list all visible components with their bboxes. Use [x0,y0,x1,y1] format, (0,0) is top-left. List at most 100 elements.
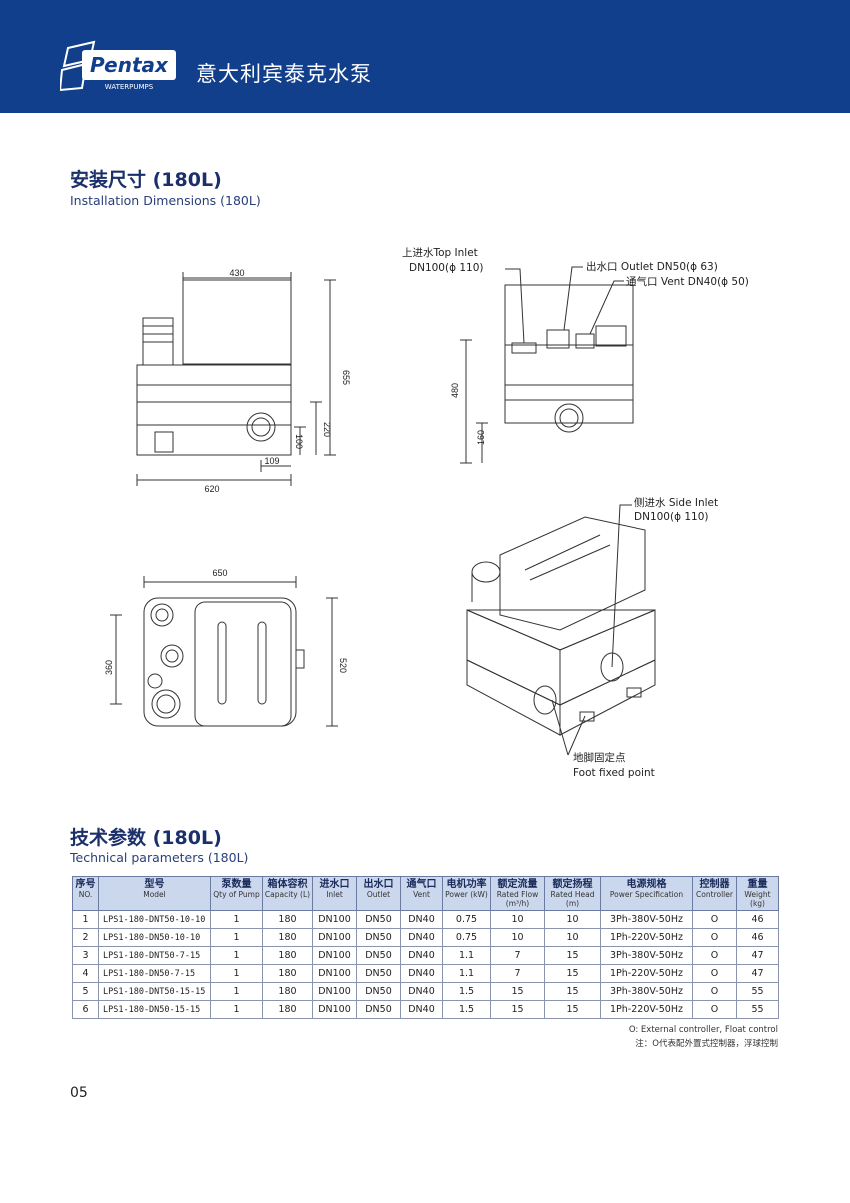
table-cell: 180 [262,910,313,929]
dim-front-109: 109 [264,456,279,466]
table-cell: 46 [736,928,779,947]
table-cell: 180 [262,982,313,1001]
table-cell: 1 [210,910,263,929]
note-en: O: External controller, Float control [628,1025,778,1035]
table-cell: 1Ph-220V-50Hz [600,928,693,947]
table-cell: DN50 [356,928,401,947]
table-cell: 7 [490,946,545,965]
column-header-cn: 控制器 [699,879,730,890]
table-cell: DN40 [400,964,443,983]
table-cell: DN40 [400,982,443,1001]
dim-side-160: 160 [476,430,486,445]
front-view: 430 620 655 220 100 109 [136,268,351,494]
table-cell: 15 [490,982,545,1001]
column-header-en: Qty of Pump [213,890,260,899]
table-cell: DN40 [400,910,443,929]
table-cell: 10 [490,928,545,947]
note-cn: 注：O代表配外置式控制器，浮球控制 [635,1039,778,1049]
table-cell: 15 [544,964,601,983]
column-header-en: Capacity (L) [264,890,311,899]
table-cell: 15 [544,982,601,1001]
table-cell: DN50 [356,946,401,965]
table-cell: LPS1-180-DNT50-15-15 [98,982,211,1001]
column-header-en: Vent [413,890,430,899]
label-outlet: 出水口 Outlet DN50(ϕ 63) [586,260,718,273]
table-cell: 1 [210,1000,263,1019]
table-cell: 1 [210,928,263,947]
table-cell: 1.5 [442,1000,491,1019]
table-cell: 1Ph-220V-50Hz [600,1000,693,1019]
column-header-cn: 型号 [144,879,165,890]
table-cell: 7 [490,964,545,983]
table-cell: O [692,946,737,965]
label-top-inlet-2: DN100(ϕ 110) [409,262,483,274]
table-cell: O [692,928,737,947]
column-header-cn: 通气口 [406,879,437,890]
table-cell: DN40 [400,928,443,947]
table-cell: 5 [72,982,99,1001]
table-cell: 15 [544,946,601,965]
table-cell: 46 [736,910,779,929]
dim-front-base: 620 [204,484,219,494]
dim-front-100: 100 [294,434,304,449]
side-view: 480 160 上进水Top Inlet DN100(ϕ 110) 出水口 Ou… [402,247,749,464]
table-cell: LPS1-180-DN50-10-10 [98,928,211,947]
table-cell: LPS1-180-DN50-7-15 [98,964,211,983]
table-cell: DN50 [356,964,401,983]
table-cell: LPS1-180-DNT50-7-15 [98,946,211,965]
table-cell: 10 [544,910,601,929]
dim-side-480: 480 [450,383,460,398]
column-header-en: Rated Head (m) [550,890,595,908]
column-header-en: Inlet [326,890,343,899]
column-header-cn: 额定扬程 [552,879,593,890]
tech-title-cn: 技术参数 (180L) [70,827,222,849]
table-cell: 3Ph-380V-50Hz [600,982,693,1001]
table-cell: 180 [262,964,313,983]
table-cell: 3 [72,946,99,965]
table-cell: 10 [544,928,601,947]
dim-top-520: 520 [338,658,348,673]
table-cell: 55 [736,1000,779,1019]
column-header-en: Power Specification [609,890,684,899]
table-cell: DN50 [356,982,401,1001]
dim-front-width: 430 [229,268,244,278]
table-cell: 180 [262,1000,313,1019]
label-foot-1: 地脚固定点 [573,751,626,764]
column-header-cn: 泵数量 [221,879,252,890]
label-top-inlet-1: 上进水Top Inlet [402,247,478,259]
table-cell: DN100 [312,964,357,983]
column-header-cn: 箱体容积 [267,879,308,890]
label-side-inlet-1: 侧进水 Side Inlet [634,496,718,509]
table-cell: 3Ph-380V-50Hz [600,910,693,929]
dim-front-220: 220 [322,422,332,437]
table-cell: 1.5 [442,982,491,1001]
column-header-cn: 额定流量 [497,879,538,890]
table-cell: 10 [490,910,545,929]
install-title-en: Installation Dimensions (180L) [70,193,261,208]
table-cell: 1 [210,946,263,965]
table-cell: 2 [72,928,99,947]
table-cell: 1.1 [442,964,491,983]
pentax-logo: Pentax WATERPUMPS [60,40,176,92]
column-header-cn: 进水口 [319,879,350,890]
table-cell: LPS1-180-DNT50-10-10 [98,910,211,929]
dim-front-height: 655 [341,370,351,385]
